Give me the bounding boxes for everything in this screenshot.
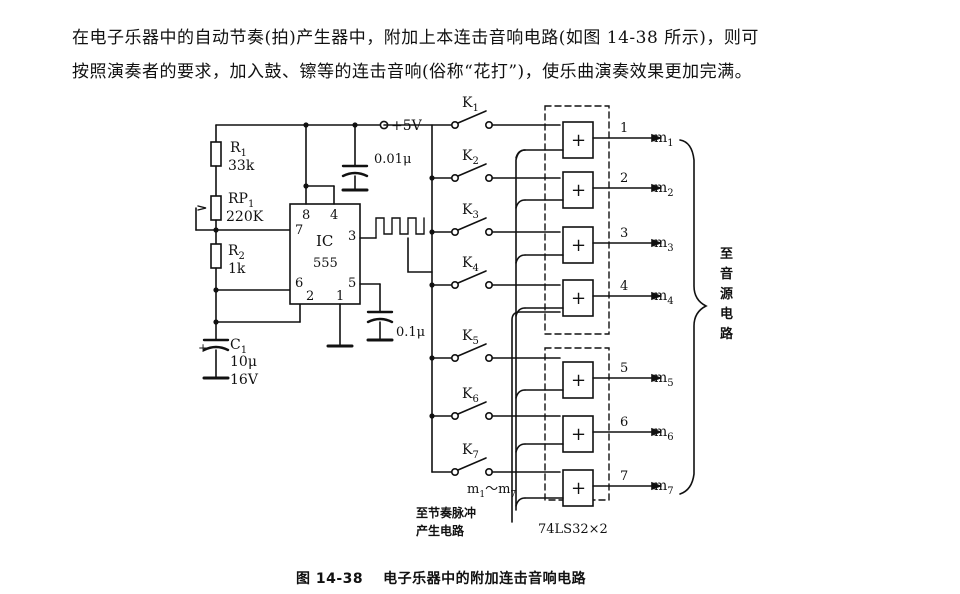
ic-pin-5: 5 xyxy=(348,276,356,291)
r2-resistor xyxy=(210,243,222,269)
input-note-line2: 产生电路 xyxy=(416,523,465,538)
output-6-number: 6 xyxy=(620,415,628,430)
ic-555 xyxy=(289,122,394,348)
ic-pin-8: 8 xyxy=(302,208,310,223)
gate-4-symbol: + xyxy=(571,288,586,309)
supply-capacitor xyxy=(341,120,389,192)
switch-k6: K6 xyxy=(431,386,561,420)
r2-label: R2 xyxy=(228,243,245,262)
output-m7-label: m7 xyxy=(654,478,674,497)
chip-outline-upper xyxy=(544,105,610,335)
pin5-cap-label: 0.1μ xyxy=(396,325,425,340)
side-note-5: 路 xyxy=(720,326,734,342)
ic-pin-7: 7 xyxy=(295,223,303,238)
switch-k4: K4 xyxy=(431,255,561,289)
c1-polarity: + xyxy=(198,341,208,355)
input-range-label: m1～m7 xyxy=(467,482,516,500)
pulse-waveform xyxy=(375,217,433,273)
c1-label: C1 xyxy=(230,337,247,356)
figure-number: 图 14-38 xyxy=(296,571,364,587)
output-4-number: 4 xyxy=(620,279,628,294)
output-m6-label: m6 xyxy=(654,424,674,443)
rp1-value: 220K xyxy=(226,209,264,225)
r2-value: 1k xyxy=(228,261,246,277)
output-5-number: 5 xyxy=(620,361,628,376)
left-resistor-chain xyxy=(195,124,381,380)
switch-bus xyxy=(383,124,453,473)
switch-k7-label: K7 xyxy=(462,442,479,461)
switch-k3: K3 xyxy=(431,202,561,237)
output-3-number: 3 xyxy=(620,226,628,241)
ic-pin-1: 1 xyxy=(336,289,344,304)
switch-k2: K2 xyxy=(431,148,561,183)
supply-label: +5V xyxy=(391,118,423,134)
ic-pin-2: 2 xyxy=(306,289,314,304)
ic-pin-6: 6 xyxy=(295,276,303,291)
gate-2-symbol: + xyxy=(571,180,586,201)
switch-k7: K7 xyxy=(431,442,561,476)
ic-part: 555 xyxy=(313,256,338,271)
rp1-potentiometer xyxy=(210,195,222,221)
output-brace xyxy=(679,139,708,495)
side-note-2: 音 xyxy=(720,266,733,282)
switch-k2-label: K2 xyxy=(462,148,479,167)
output-7-number: 7 xyxy=(620,469,628,484)
chip-outline-lower xyxy=(544,347,610,501)
output-m5-label: m5 xyxy=(654,370,674,389)
paragraph-line-2: 按照演奏者的要求，加入鼓、镲等的连击音响(俗称“花打”)，使乐曲演奏效果更加完满… xyxy=(72,62,753,82)
rp1-label: RP1 xyxy=(228,191,254,210)
input-note-line1: 至节奏脉冲 xyxy=(416,505,476,520)
output-m4-label: m4 xyxy=(654,288,674,307)
side-note-1: 至 xyxy=(720,247,733,262)
output-m3-label: m3 xyxy=(654,235,674,254)
r1-resistor xyxy=(210,141,222,167)
chip-label: 74LS32×2 xyxy=(538,522,608,537)
switch-k5-label: K5 xyxy=(462,328,479,347)
gate-7-symbol: + xyxy=(571,478,586,499)
switch-k4-label: K4 xyxy=(462,255,479,274)
output-m1-label: m1 xyxy=(654,130,674,149)
supply-cap-label: 0.01μ xyxy=(374,152,411,167)
output-2-number: 2 xyxy=(620,171,628,186)
ic-label: IC xyxy=(316,232,333,250)
or-gate-2: +2 m2 xyxy=(515,171,674,209)
figure-title: 电子乐器中的附加连击音响电路 xyxy=(383,571,587,587)
side-note-3: 源 xyxy=(720,286,733,302)
or-gate-group: +1 m1 +2 m2 +3 m3 +4 m4 +5 m5 +6 m6 +7 m7 xyxy=(515,121,674,507)
or-gate-5: +5 m5 xyxy=(515,361,674,399)
switch-k3-label: K3 xyxy=(462,202,479,221)
gate-1-symbol: + xyxy=(571,130,586,151)
r1-label: R1 xyxy=(230,140,247,159)
gate-6-symbol: + xyxy=(571,424,586,445)
c1-voltage: 16V xyxy=(230,372,259,388)
or-gate-6: +6 m6 xyxy=(515,415,674,453)
figure-caption: 图 14-38 电子乐器中的附加连击音响电路 xyxy=(296,568,606,588)
gate-input-bus xyxy=(511,149,561,523)
gate-5-symbol: + xyxy=(571,370,586,391)
switch-k1: K1 xyxy=(450,95,561,130)
paragraph-line-1: 在电子乐器中的自动节奏(拍)产生器中，附加上本连击音响电路(如图 14-38 所… xyxy=(72,28,759,48)
switch-k5: K5 xyxy=(431,328,561,362)
or-gate-3: +3 m3 xyxy=(515,226,674,264)
or-gate-1: +1 m1 xyxy=(515,121,674,159)
or-gate-7: +7 m7 xyxy=(515,469,674,507)
switch-k6-label: K6 xyxy=(462,386,479,405)
switch-k1-label: K1 xyxy=(462,95,479,114)
ic-pin-3: 3 xyxy=(348,229,356,244)
r1-value: 33k xyxy=(228,158,255,174)
c1-capacitance: 10μ xyxy=(230,354,257,370)
output-m2-label: m2 xyxy=(654,180,674,199)
side-note-4: 电 xyxy=(720,306,733,322)
gate-3-symbol: + xyxy=(571,235,586,256)
or-gate-4: +4 m4 xyxy=(515,279,674,317)
ic-pin-4: 4 xyxy=(330,208,338,223)
output-1-number: 1 xyxy=(620,121,628,136)
